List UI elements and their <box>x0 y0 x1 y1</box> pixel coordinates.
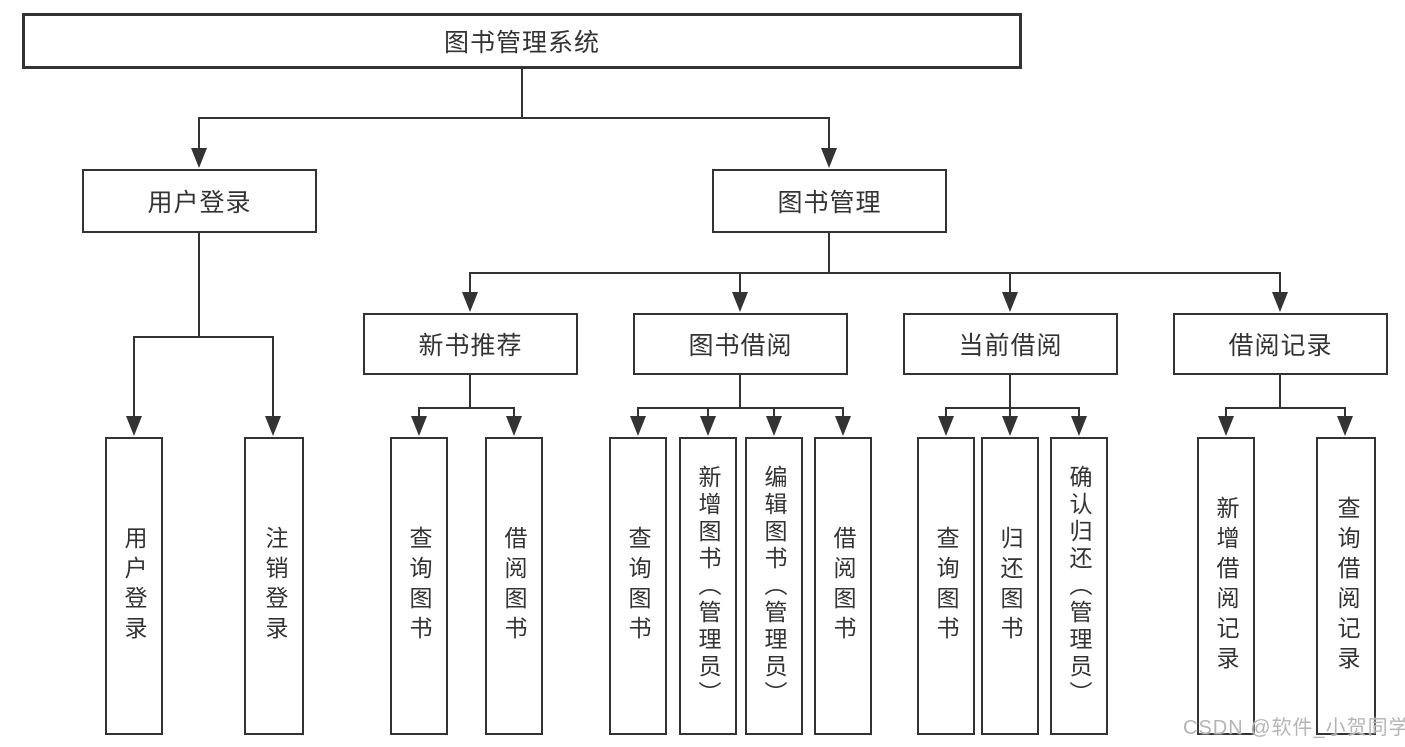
arrow-icon <box>938 416 954 436</box>
connector-drop-book-management <box>828 117 830 150</box>
leaf-add-borrow-record: 新增借阅记录 <box>1197 437 1255 735</box>
connector-children <box>945 407 1080 409</box>
connector-drop-book-borrow <box>739 272 741 294</box>
connector-stem <box>1279 375 1281 409</box>
arrow-icon <box>1272 292 1288 312</box>
arrow-icon <box>462 292 478 312</box>
leaf-user-login: 用户登录 <box>105 437 163 735</box>
node-borrowing-records: 借阅记录 <box>1173 313 1388 375</box>
arrow-icon <box>1218 416 1234 436</box>
arrow-icon <box>265 416 281 436</box>
connector-drop-leaf <box>773 407 775 419</box>
arrow-icon <box>1337 416 1353 436</box>
node-user-login: 用户登录 <box>82 169 317 233</box>
connector-level2 <box>469 272 1281 274</box>
node-book-management: 图书管理 <box>712 169 947 233</box>
leaf-query-borrow-record: 查询借阅记录 <box>1316 437 1376 735</box>
connector-user-login-children <box>133 336 274 338</box>
connector-drop-leaf <box>418 407 420 419</box>
arrow-icon <box>1002 292 1018 312</box>
connector-drop-leaf <box>945 407 947 419</box>
leaf-borrow-books: 借阅图书 <box>814 437 872 735</box>
connector-drop-new-book <box>469 272 471 294</box>
connector-children <box>418 407 515 409</box>
node-library-management-system: 图书管理系统 <box>22 13 1022 69</box>
connector-drop-current-borrow <box>1009 272 1011 294</box>
connector-root-stem <box>521 69 523 119</box>
arrow-icon <box>126 416 142 436</box>
leaf-return-books: 归还图书 <box>981 437 1039 735</box>
csdn-watermark: CSDN @软件_小贺同学 <box>1183 717 1405 739</box>
arrow-icon <box>1071 416 1087 436</box>
connector-drop-leaf <box>1009 407 1011 419</box>
connector-stem <box>1009 375 1011 409</box>
connector-user-login-stem <box>198 233 200 338</box>
connector-drop-leaf <box>513 407 515 419</box>
connector-drop-leaf <box>707 407 709 419</box>
arrow-icon <box>411 416 427 436</box>
connector-drop-leaf <box>1225 407 1227 419</box>
connector-drop-leaf <box>272 336 274 418</box>
connector-drop-leaf <box>133 336 135 418</box>
node-new-book-recommendation: 新书推荐 <box>363 313 578 375</box>
arrow-icon <box>835 416 851 436</box>
connector-drop-leaf <box>1078 407 1080 419</box>
connector-drop-borrow-records <box>1279 272 1281 294</box>
connector-children <box>1225 407 1346 409</box>
connector-drop-leaf <box>1344 407 1346 419</box>
leaf-borrow-books-recommend: 借阅图书 <box>485 437 543 735</box>
connector-book-management-stem <box>828 233 830 274</box>
arrow-icon <box>1002 416 1018 436</box>
node-book-borrowing: 图书借阅 <box>633 313 848 375</box>
leaf-confirm-return-admin: 确认归还（管理员） <box>1050 437 1108 735</box>
connector-drop-leaf <box>637 407 639 419</box>
arrow-icon <box>506 416 522 436</box>
connector-level1 <box>199 117 830 119</box>
leaf-logout: 注销登录 <box>244 437 304 735</box>
arrow-icon <box>191 148 207 168</box>
arrow-icon <box>732 292 748 312</box>
arrow-icon <box>766 416 782 436</box>
connector-children <box>637 407 844 409</box>
connector-stem <box>469 375 471 409</box>
leaf-add-books-admin: 新增图书（管理员） <box>679 437 737 735</box>
arrow-icon <box>821 148 837 168</box>
leaf-edit-books-admin: 编辑图书（管理员） <box>745 437 803 735</box>
leaf-query-books-recommend: 查询图书 <box>390 437 448 735</box>
connector-drop-user-login <box>198 117 200 150</box>
connector-drop-leaf <box>842 407 844 419</box>
arrow-icon <box>700 416 716 436</box>
leaf-query-books-borrowing: 查询图书 <box>609 437 667 735</box>
leaf-query-books-current: 查询图书 <box>917 437 975 735</box>
node-current-borrowing: 当前借阅 <box>903 313 1118 375</box>
connector-stem <box>739 375 741 409</box>
arrow-icon <box>630 416 646 436</box>
